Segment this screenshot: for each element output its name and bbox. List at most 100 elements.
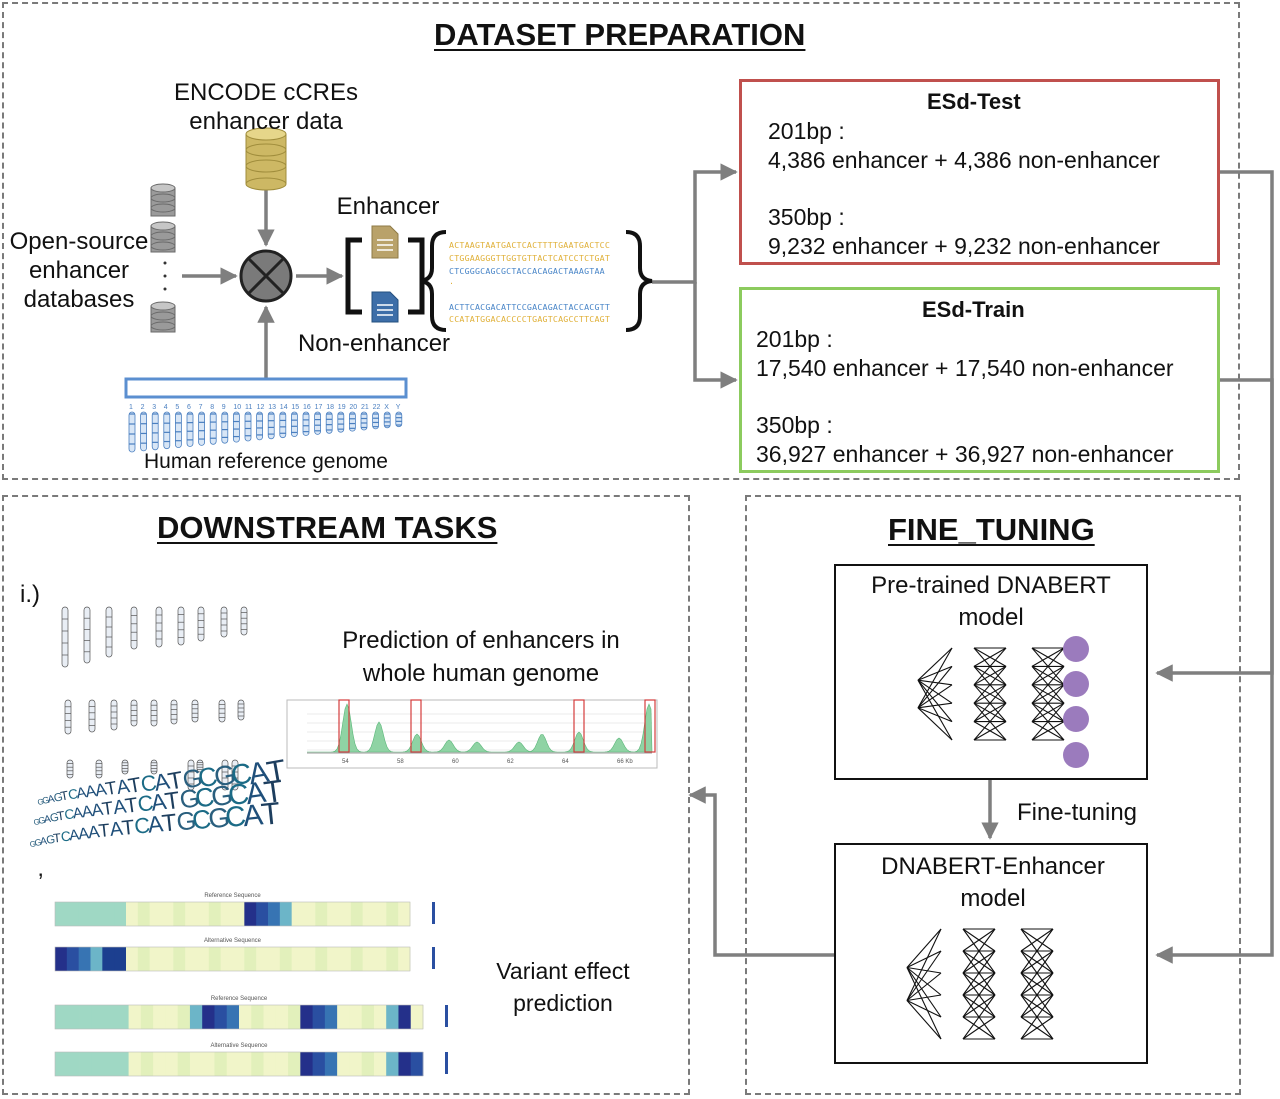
sequence-logo: GGAGTCAAATATCATGCGCATGGAGTCAAATATCATGCGC…: [29, 752, 289, 849]
arrow-esd-train-to-enhancer-model: [1155, 378, 1274, 964]
heatmap-cell: [173, 947, 186, 971]
heatmap-cell: [55, 902, 68, 926]
heatmap-cell: [350, 902, 364, 926]
heatmap-cell: [268, 902, 281, 926]
heatmap-cell: [104, 1052, 117, 1076]
heatmap-cell: [137, 902, 151, 926]
sequence-line: ACTTCACGACATTCCGACAGACTACCACGTT: [449, 302, 611, 312]
non-enhancer-document-icon: [371, 291, 399, 323]
heatmap-cell: [315, 902, 328, 926]
heatmap-cell: [78, 947, 91, 971]
logo-letter: G: [175, 807, 197, 837]
heatmap-cell: [263, 1005, 277, 1029]
heatmap-cell: [362, 902, 375, 926]
heatmap-cell: [291, 902, 304, 926]
logo-letter: C: [226, 778, 251, 813]
logo-letter: T: [161, 809, 179, 837]
heatmap-cell: [349, 1052, 363, 1076]
heatmap-cell: [78, 902, 91, 926]
track-tick-label: 60: [452, 759, 459, 765]
arrow-to-esd-train: [693, 282, 738, 389]
chromosome-icon: [197, 606, 205, 642]
logo-letter: A: [43, 814, 51, 826]
logo-letter: C: [191, 804, 213, 836]
heatmap-cell: [361, 1052, 375, 1076]
enhancer-label: Enhancer: [336, 193, 440, 220]
open-source-label: Open-source enhancer databases: [6, 227, 152, 314]
esd-test-box: ESd-Test 201bp : 4,386 enhancer + 4,386 …: [739, 79, 1220, 265]
heatmap-cell: [161, 947, 174, 971]
chromosome-number: 15: [291, 404, 299, 411]
combiner-icon: [239, 249, 293, 303]
logo-letter: A: [77, 824, 90, 843]
heatmap-cell: [226, 1005, 240, 1029]
heatmap-cell: [66, 947, 80, 971]
chromosome-icon: [170, 699, 178, 725]
chromosome-icon: [140, 411, 148, 452]
chromosome-icon: [191, 699, 199, 723]
chromosome-icon: [150, 699, 158, 727]
heatmap-cell: [116, 1005, 129, 1029]
chromosome-icon: [232, 411, 240, 443]
chromosome-icon: [66, 759, 74, 779]
chromosome-icon: [187, 759, 195, 791]
heatmap-cell: [202, 1005, 215, 1029]
esd-test-title: ESd-Test: [927, 89, 1021, 114]
heatmap-cell: [291, 947, 304, 971]
logo-letter: A: [93, 778, 108, 800]
chromosome-icon: [256, 411, 264, 441]
heatmap-cell: [327, 902, 340, 926]
esd-test-line4: 9,232 enhancer + 9,232 non-enhancer: [768, 233, 1160, 259]
heatmap-cell: [189, 1052, 203, 1076]
logo-letter: A: [244, 776, 268, 811]
heatmap-cell: [173, 902, 186, 926]
chromosome-icon: [314, 411, 322, 435]
heatmap-cell: [315, 947, 328, 971]
enhancer-model-line1: DNABERT-Enhancer: [881, 853, 1105, 880]
chromosome-icon: [174, 411, 182, 448]
chromosome-number: 9: [222, 404, 226, 411]
logo-letter: G: [53, 791, 64, 804]
heatmap-colorbar: [432, 947, 435, 969]
esd-train-box: ESd-Train 201bp : 17,540 enhancer + 17,5…: [739, 287, 1220, 473]
chromosome-icon: [64, 699, 72, 735]
chromosome-icon: [221, 759, 229, 791]
heatmap-cell: [197, 902, 210, 926]
heatmap-cell: [244, 902, 257, 926]
enhancer-model-label: DNABERT-Enhancer model: [836, 851, 1150, 915]
chromosome-number: 19: [338, 404, 346, 411]
prediction-line2: whole human genome: [362, 660, 600, 687]
logo-letter: T: [101, 797, 115, 819]
heatmap-title: Reference Sequence: [211, 996, 268, 1002]
track-tick-label: 58: [397, 759, 404, 765]
heatmap-cell: [362, 947, 375, 971]
chromosome-icon: [198, 411, 206, 446]
logo-letter: A: [146, 810, 165, 838]
item-label: i.): [20, 581, 40, 608]
heatmap-cell: [337, 1005, 350, 1029]
chromosome-number: 17: [315, 404, 323, 411]
genome-label: Human reference genome: [144, 450, 388, 473]
logo-letter: A: [75, 785, 88, 802]
heatmap-cell: [177, 1052, 191, 1076]
heatmap-cell: [165, 1005, 179, 1029]
variant-line2: prediction: [513, 990, 613, 1016]
track-tick-label: 66 Kb: [617, 759, 633, 765]
enhancer-document-icon: [371, 225, 399, 259]
heatmap-cell: [373, 1005, 387, 1029]
heatmap-cell: [226, 1052, 240, 1076]
chromosome-icon: [61, 606, 69, 668]
logo-letter: T: [124, 793, 140, 818]
logo-letter: A: [72, 805, 84, 822]
dataset-preparation-title: DATASET PREPARATION: [434, 17, 806, 52]
logo-letter: G: [212, 758, 238, 792]
heatmap-cell: [288, 1005, 301, 1029]
chromosome-icon: [231, 759, 239, 791]
heatmap-cell: [300, 1052, 313, 1076]
heatmap-cell: [153, 1052, 166, 1076]
sequence-line: CTCGGGCAGCGCTACCACAGACTAAAGTAA: [449, 266, 605, 276]
encode-label-line1: ENCODE cCREs: [173, 79, 359, 106]
heatmap-cell: [256, 947, 269, 971]
